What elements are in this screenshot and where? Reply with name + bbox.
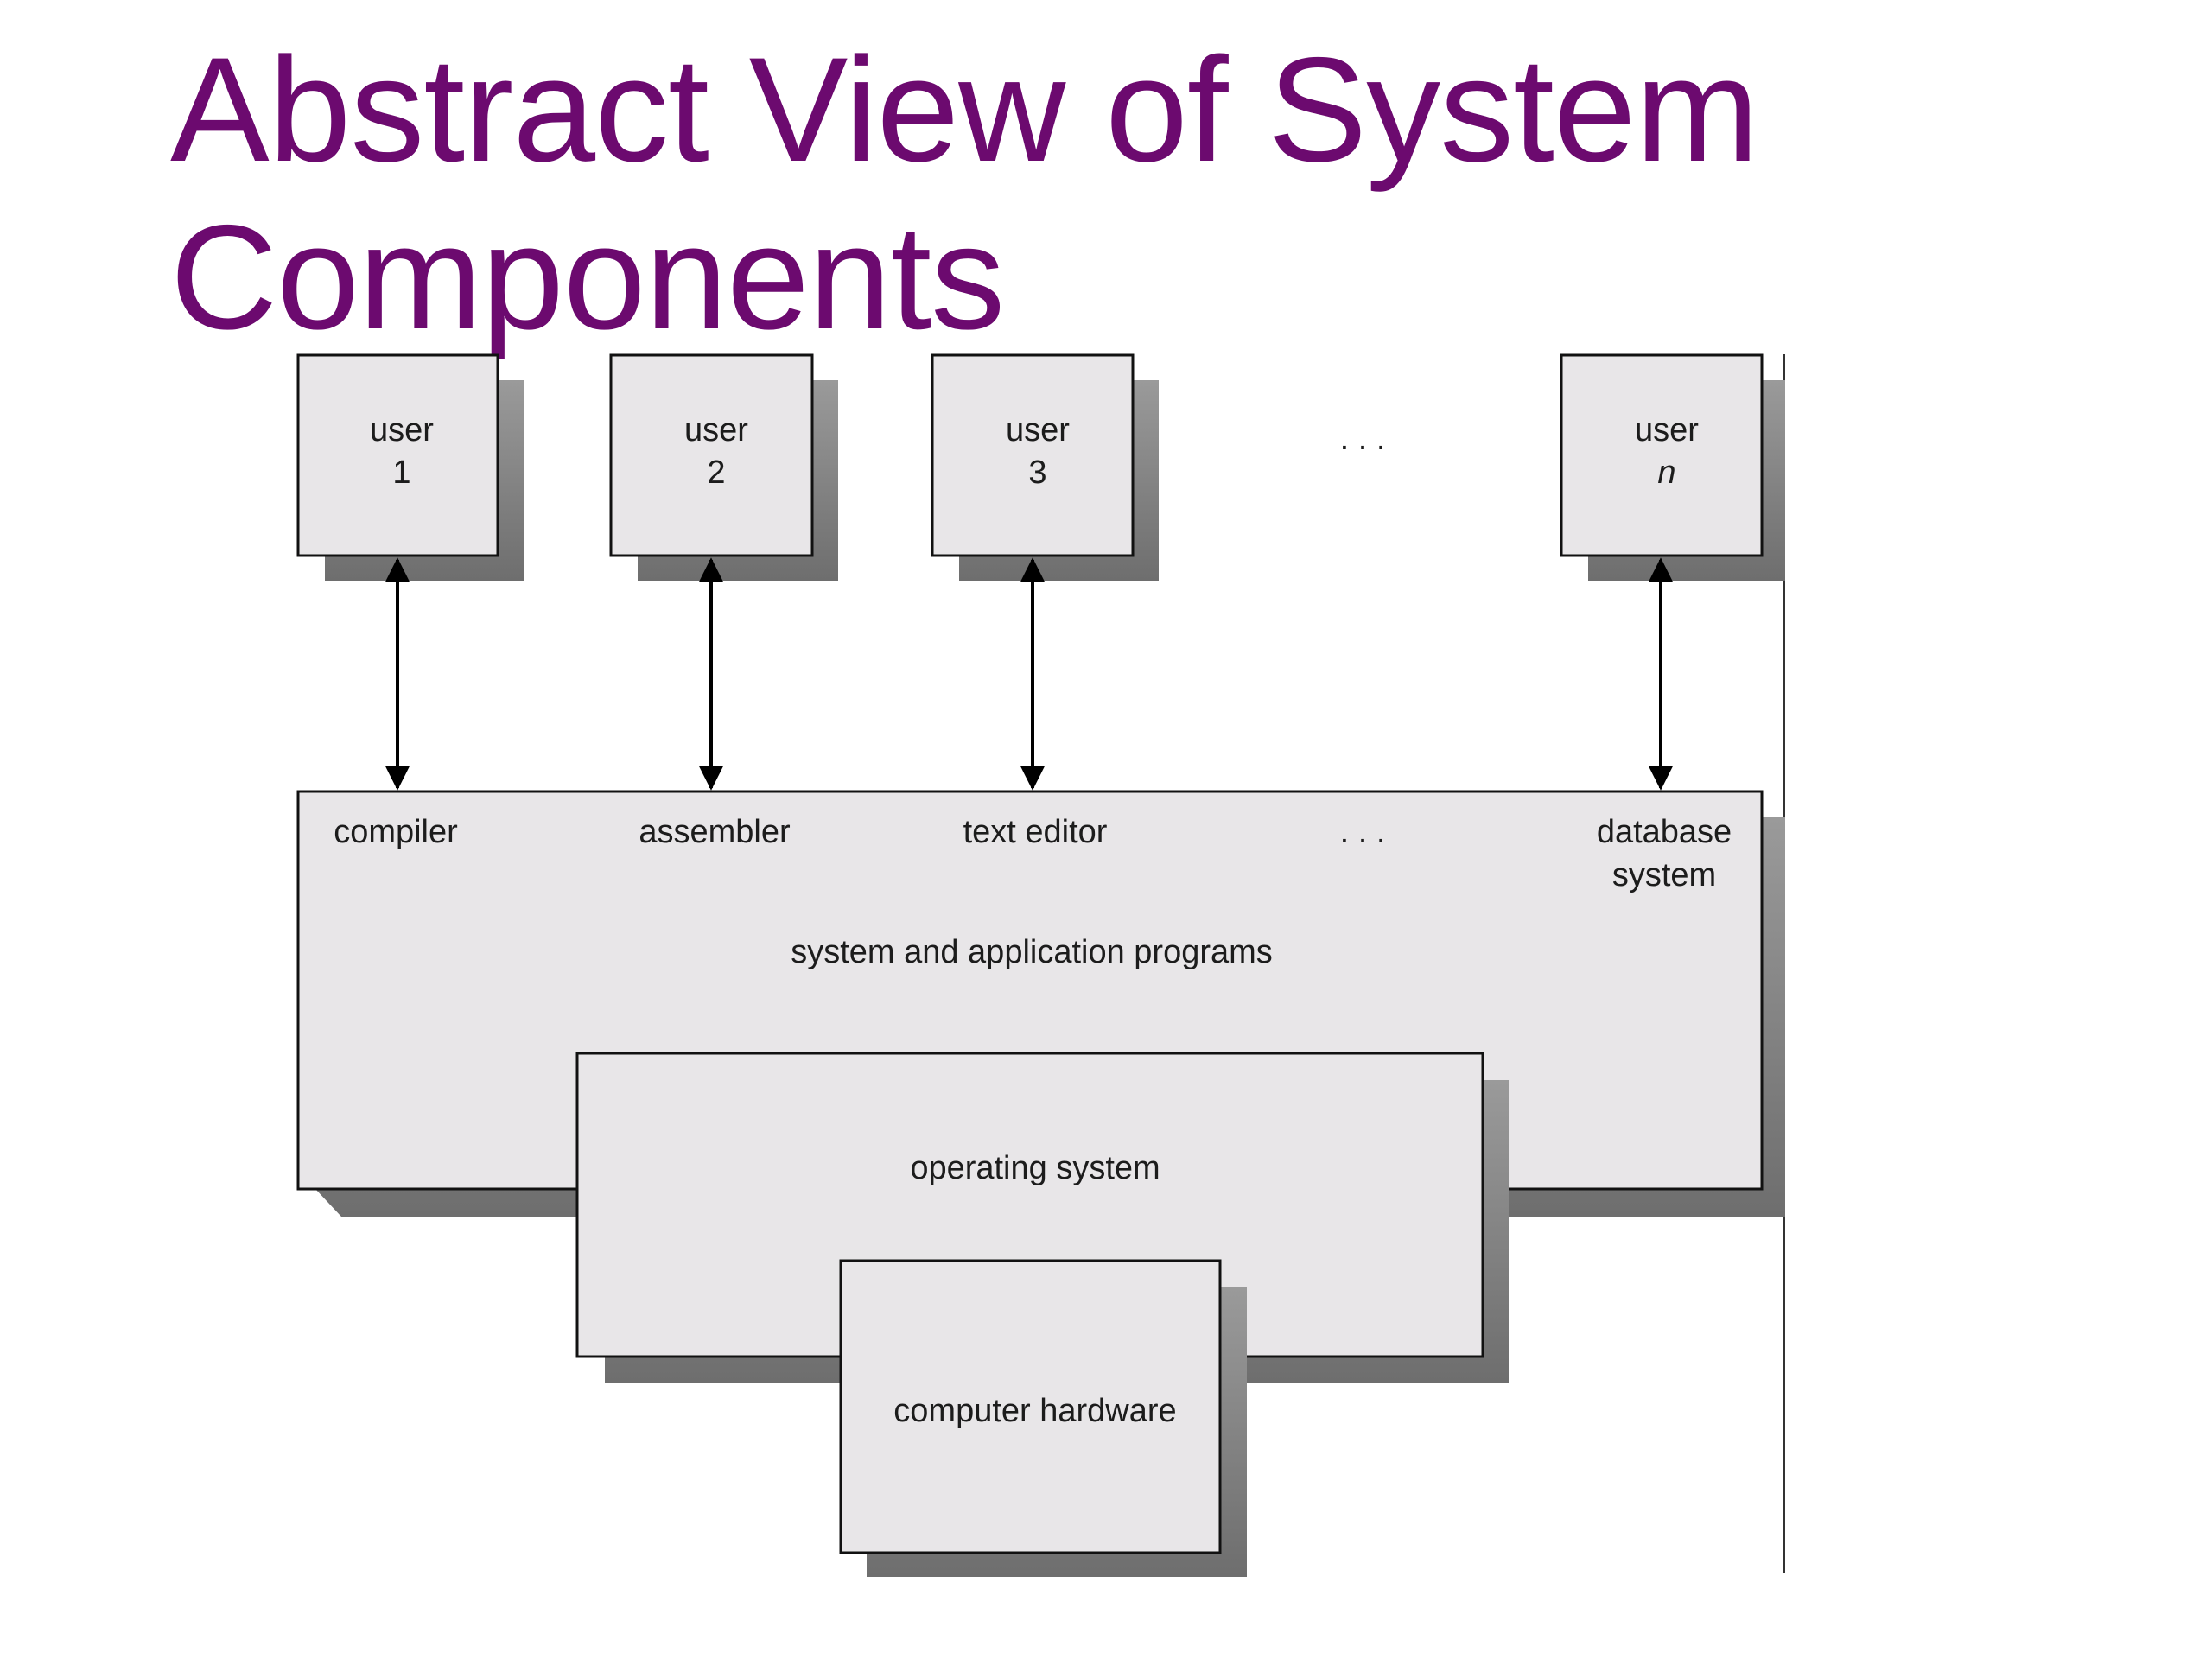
user-box-1-label: user [370,412,434,448]
user-box-3-label: user [1006,412,1070,448]
programs-ellipsis: . . . [1340,814,1386,850]
program-database-line-2: system [1612,857,1716,893]
program-assembler: assembler [639,814,791,850]
page-title-line-2: Components [170,194,1005,360]
page-title: Abstract View of System Components [170,26,1759,361]
user-box-2-id: 2 [707,454,725,491]
user-box-2: user 2 [609,353,838,581]
hardware-layer-label: computer hardware [893,1393,1176,1429]
os-layer-label: operating system [910,1150,1160,1186]
users-ellipsis: . . . [1340,421,1386,457]
os-layer: operating system [575,1052,1509,1382]
user-box-n: user n [1560,353,1785,581]
user-box-2-rect [609,353,814,557]
user-box-1: user 1 [296,353,524,581]
program-database-line-1: database [1597,814,1732,850]
user-box-3: user 3 [931,353,1159,581]
user-box-n-rect [1560,353,1764,557]
user-box-n-id: n [1657,454,1675,491]
user-box-1-id: 1 [392,454,410,491]
user-box-3-id: 3 [1028,454,1046,491]
program-text-editor: text editor [963,814,1108,850]
user-box-1-rect [296,353,499,557]
programs-layer-label: system and application programs [791,934,1273,970]
user-box-2-label: user [684,412,748,448]
page-title-line-1: Abstract View of System [170,27,1759,193]
hardware-layer-rect [839,1259,1222,1554]
program-compiler: compiler [334,814,458,850]
user-box-n-label: user [1635,412,1699,448]
hardware-layer: computer hardware [839,1259,1247,1577]
user-box-3-rect [931,353,1135,557]
